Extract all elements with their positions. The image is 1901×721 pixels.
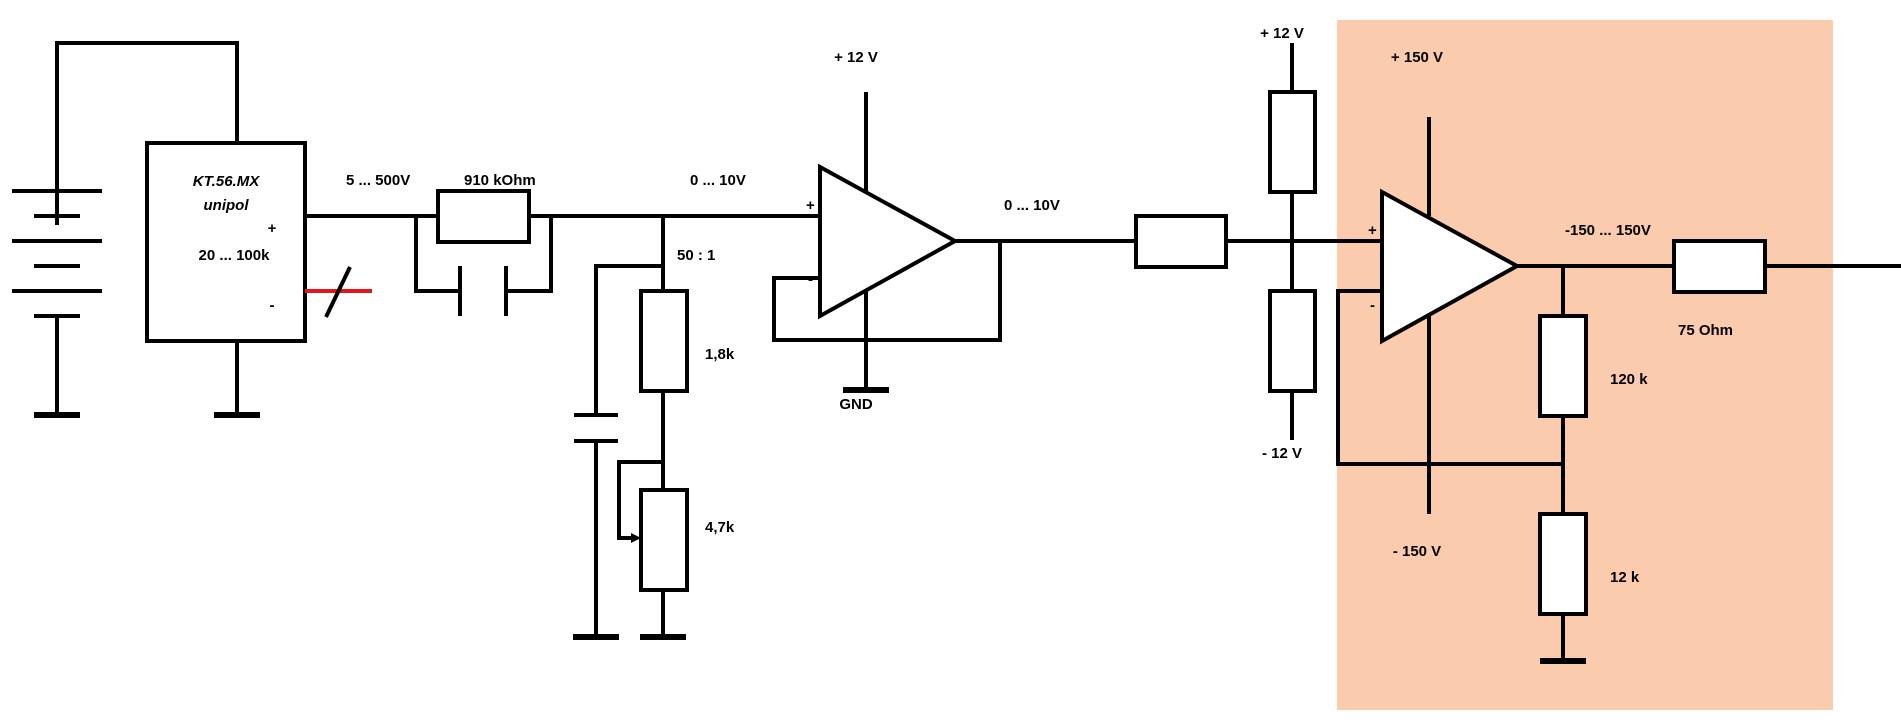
offset-network: + 12 V - 12 V [1134, 25, 1382, 462]
source-minus-label: - [270, 297, 275, 314]
divider-out-label: 0 ... 10V [690, 172, 746, 189]
hv-supply-minus-label: - 150 V [1393, 543, 1441, 560]
potentiometer-4-7k [639, 488, 689, 592]
battery-symbol [12, 41, 239, 418]
resistor-offset-series [1134, 214, 1228, 269]
source-box [145, 141, 307, 343]
source-module: KT.56.MX unipol + 20 ... 100k - [145, 141, 372, 418]
resistor-12k [1538, 512, 1588, 616]
r-fb-top-label: 120 k [1610, 371, 1648, 388]
buffer-plus-label: + [806, 197, 815, 214]
resistor-1-8k [639, 289, 689, 393]
input-network: 5 ... 500V 910 kOhm 0 ... 10V [305, 172, 820, 316]
buffer-out-label: 0 ... 10V [1004, 197, 1060, 214]
offset-plus-label: + 12 V [1260, 25, 1304, 42]
resistor-75-ohm [1672, 239, 1767, 294]
source-range-label: 20 ... 100k [199, 247, 271, 264]
buffer-minus-label: - [808, 271, 813, 288]
offset-minus-label: - 12 V [1262, 445, 1302, 462]
pot-label: 4,7k [705, 519, 735, 536]
hv-plus-label: + [1368, 222, 1377, 239]
buffer-supply-label: + 12 V [834, 49, 878, 66]
r-div-top-label: 1,8k [705, 346, 735, 363]
resistor-offset-top [1268, 90, 1317, 194]
hv-opamp-triangle [1380, 188, 1522, 345]
hv-out-label: -150 ... 150V [1565, 222, 1651, 239]
source-type-label: unipol [204, 197, 250, 214]
break-mark [324, 266, 352, 318]
hv-supply-plus-label: + 150 V [1391, 49, 1443, 66]
voltage-divider: 50 : 1 1,8k 4,7k [573, 216, 735, 640]
buffer-opamp: + - + 12 V GND 0 ... 10V [772, 49, 1136, 413]
hv-minus-label: - [1370, 297, 1375, 314]
r-out-label: 75 Ohm [1678, 322, 1733, 339]
source-plus-label: + [268, 220, 277, 237]
hv-opamp: + - + 150 V - 150 V -150 ... 150V 75 Ohm… [1336, 49, 1901, 664]
wiper-arrow [631, 533, 641, 543]
source-model-label: KT.56.MX [193, 173, 260, 190]
resistor-910k [436, 189, 531, 244]
r-fb-bot-label: 12 k [1610, 569, 1640, 586]
resistor-offset-bottom [1268, 289, 1317, 393]
ratio-label: 50 : 1 [677, 247, 715, 264]
hv-input-label: 5 ... 500V [346, 172, 410, 189]
resistor-120k [1538, 314, 1588, 418]
buffer-opamp-triangle [818, 163, 960, 320]
r-series-label: 910 kOhm [464, 172, 536, 189]
buffer-gnd-label: GND [839, 396, 873, 413]
